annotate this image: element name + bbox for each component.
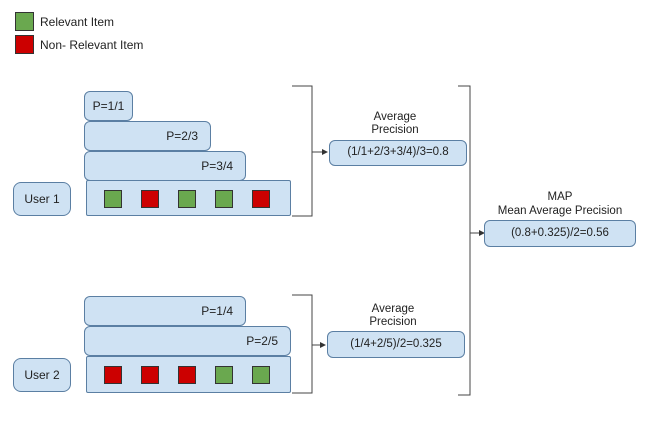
user1-item-5 [252,190,270,208]
user2-ap-formula: (1/4+2/5)/2=0.325 [327,331,465,358]
map-title: MAP [547,191,573,203]
user1-item-2 [141,190,159,208]
user1-precision-3: P=3/4 [84,151,246,181]
user1-items-row [86,180,291,216]
legend-nonrelevant-swatch [15,35,34,54]
user2-bracket [292,294,313,394]
map-bracket [458,85,471,396]
user1-bracket [292,85,313,217]
user2-item-3 [178,366,196,384]
user2-item-2 [141,366,159,384]
user2-items-row [86,356,291,393]
user1-label-box: User 1 [13,182,71,216]
user1-precision-2: P=2/3 [84,121,211,151]
user2-item-5 [252,366,270,384]
user2-label-box: User 2 [13,358,71,392]
user2-item-1 [104,366,122,384]
user2-ap-title: Average Precision [369,303,417,328]
user2-item-4 [215,366,233,384]
user1-item-1 [104,190,122,208]
user1-ap-title: Average Precision [371,111,419,136]
user2-precision-1: P=1/4 [84,296,246,326]
legend-nonrelevant-label: Non- Relevant Item [40,38,144,52]
user1-precision-1: P=1/1 [84,91,133,121]
map-formula: (0.8+0.325)/2=0.56 [484,220,636,247]
legend-relevant-label: Relevant Item [40,15,115,29]
legend-relevant-swatch [15,12,34,31]
user1-item-3 [178,190,196,208]
map-subtitle: Mean Average Precision [497,205,623,217]
user1-ap-formula: (1/1+2/3+3/4)/3=0.8 [329,140,467,166]
user2-precision-2: P=2/5 [84,326,291,356]
user1-item-4 [215,190,233,208]
